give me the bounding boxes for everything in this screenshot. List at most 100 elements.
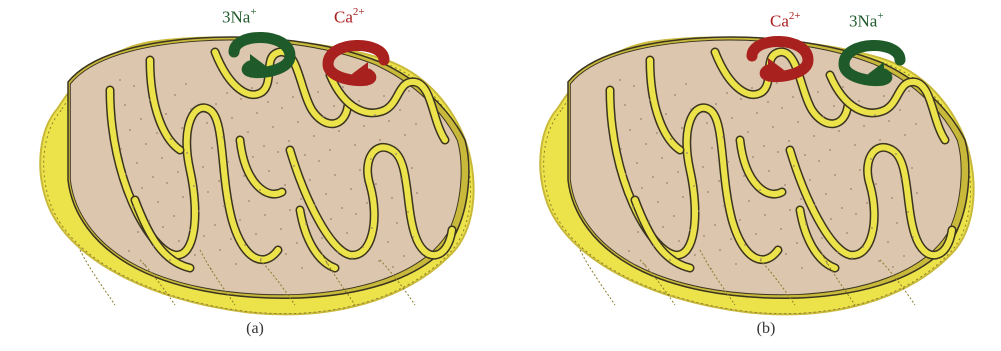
matrix-granule xyxy=(137,231,139,233)
matrix-granule xyxy=(230,238,232,240)
matrix-granule xyxy=(670,138,672,140)
panel-caption: (b) xyxy=(736,320,796,338)
matrix-granule xyxy=(637,231,639,233)
matrix-granule xyxy=(149,99,151,101)
matrix-granule xyxy=(624,104,626,106)
matrix-granule xyxy=(780,228,782,230)
matrix-granule xyxy=(636,162,638,164)
matrix-granule xyxy=(682,196,684,198)
matrix-granule xyxy=(743,175,745,177)
matrix-granule xyxy=(313,135,315,137)
matrix-granule xyxy=(892,266,894,268)
matrix-granule xyxy=(156,132,158,134)
matrix-granule xyxy=(359,169,361,171)
matrix-granule xyxy=(850,188,852,190)
matrix-granule xyxy=(821,237,823,239)
panel-a: 3Na+ Ca2+ (a) xyxy=(0,0,500,351)
matrix-granule xyxy=(792,96,794,98)
matrix-granule xyxy=(342,86,344,88)
matrix-granule xyxy=(136,162,138,164)
matrix-granule xyxy=(632,206,634,208)
matrix-granule xyxy=(277,151,279,153)
matrix-granule xyxy=(678,240,680,242)
matrix-granule xyxy=(685,83,687,85)
matrix-granule xyxy=(714,224,716,226)
matrix-granule xyxy=(255,233,257,235)
matrix-granule xyxy=(666,182,668,184)
matrix-granule xyxy=(252,156,254,158)
matrix-granule xyxy=(284,184,286,186)
matrix-granule xyxy=(805,223,807,225)
matrix-granule xyxy=(387,241,389,243)
matrix-granule xyxy=(871,227,873,229)
matrix-granule xyxy=(619,79,621,81)
matrix-granule xyxy=(166,182,168,184)
matrix-granule xyxy=(288,140,290,142)
matrix-granule xyxy=(645,143,647,145)
matrix-granule xyxy=(333,105,335,107)
matrix-granule xyxy=(755,233,757,235)
matrix-granule xyxy=(903,255,905,257)
matrix-granule xyxy=(665,113,667,115)
matrix-granule xyxy=(895,153,897,155)
matrix-granule xyxy=(124,104,126,106)
matrix-granule xyxy=(702,166,704,168)
matrix-granule xyxy=(416,192,418,194)
matrix-granule xyxy=(399,109,401,111)
matrix-granule xyxy=(879,139,881,141)
matrix-granule xyxy=(178,240,180,242)
matrix-granule xyxy=(809,179,811,181)
matrix-granule xyxy=(181,127,183,129)
matrix-granule xyxy=(723,205,725,207)
matrix-granule xyxy=(652,176,654,178)
matrix-granule xyxy=(305,223,307,225)
matrix-granule xyxy=(211,147,213,149)
matrix-granule xyxy=(904,134,906,136)
matrix-granule xyxy=(129,129,131,131)
matrix-granule xyxy=(706,122,708,124)
matrix-granule xyxy=(260,258,262,260)
matrix-granule xyxy=(817,91,819,93)
matrix-granule xyxy=(788,140,790,142)
matrix-granule xyxy=(263,145,265,147)
matrix-granule xyxy=(281,107,283,109)
matrix-granule xyxy=(661,157,663,159)
matrix-granule xyxy=(280,228,282,230)
matrix-granule xyxy=(690,108,692,110)
matrix-granule xyxy=(866,202,868,204)
matrix-granule xyxy=(162,226,164,228)
matrix-granule xyxy=(256,112,258,114)
matrix-granule xyxy=(759,189,761,191)
matrix-granule xyxy=(140,118,142,120)
matrix-granule xyxy=(863,125,865,127)
matrix-granule xyxy=(776,82,778,84)
matrix-granule xyxy=(855,213,857,215)
matrix-granule xyxy=(190,108,192,110)
matrix-granule xyxy=(415,123,417,125)
matrix-granule xyxy=(355,213,357,215)
matrix-granule xyxy=(874,114,876,116)
matrix-granule xyxy=(235,263,237,265)
matrix-granule xyxy=(748,200,750,202)
matrix-granule xyxy=(330,218,332,220)
matrix-granule xyxy=(740,98,742,100)
matrix-granule xyxy=(247,131,249,133)
matrix-granule xyxy=(173,215,175,217)
matrix-granule xyxy=(128,250,130,252)
matrix-granule xyxy=(800,198,802,200)
matrix-granule xyxy=(203,235,205,237)
matrix-granule xyxy=(408,90,410,92)
matrix-granule xyxy=(362,246,364,248)
matrix-granule xyxy=(259,189,261,191)
ion-charge: 2+ xyxy=(353,6,365,18)
matrix-granule xyxy=(411,167,413,169)
matrix-granule xyxy=(718,180,720,182)
matrix-granule xyxy=(152,176,154,178)
matrix-granule xyxy=(911,167,913,169)
matrix-granule xyxy=(900,178,902,180)
matrix-granule xyxy=(412,236,414,238)
matrix-granule xyxy=(707,191,709,193)
matrix-granule xyxy=(785,253,787,255)
matrix-granule xyxy=(363,125,365,127)
matrix-granule xyxy=(694,254,696,256)
